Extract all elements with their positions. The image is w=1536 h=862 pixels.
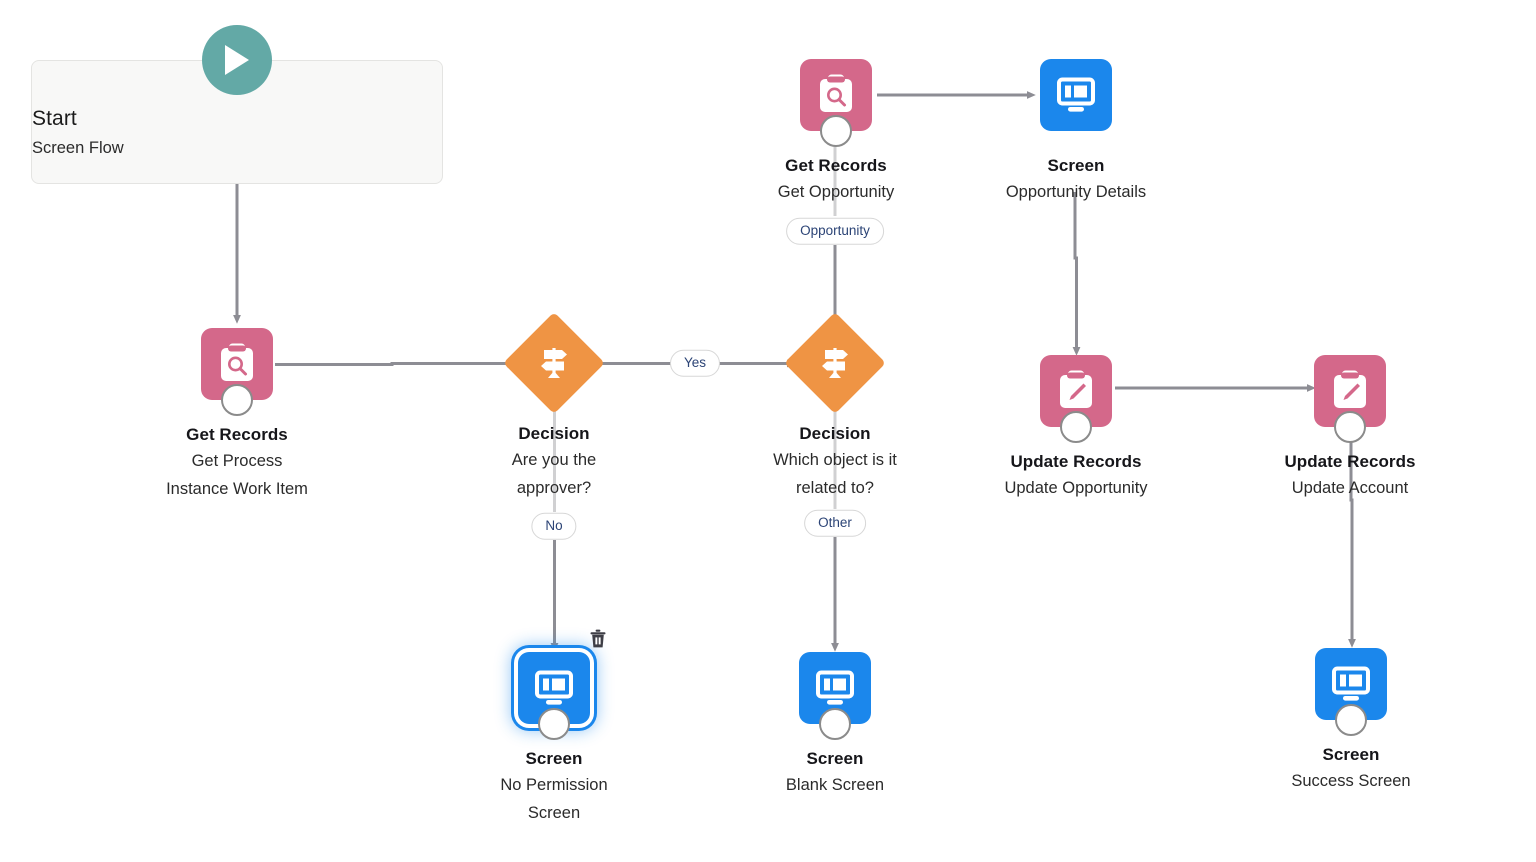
start-node-box[interactable]: Start Screen Flow (31, 25, 443, 184)
flow-node-screen-opportunity-details[interactable]: Screen Opportunity Details (946, 59, 1206, 206)
flow-node-update-records-account[interactable]: Update Records Update Account (1220, 355, 1480, 502)
signpost-glyph (541, 348, 567, 378)
signpost-glyph (822, 348, 848, 378)
node-type-label: Decision (518, 424, 590, 443)
flow-node-screen-success[interactable]: Screen Success Screen (1221, 648, 1481, 795)
clipboard-search-glyph (221, 343, 253, 381)
node-name-line: Screen (527, 803, 581, 822)
connector-label-no[interactable]: No (531, 512, 577, 540)
node-connector-port[interactable] (538, 708, 570, 740)
node-name-line: No Permission (500, 775, 608, 794)
monitor-glyph (1332, 666, 1370, 701)
node-name-line: related to? (796, 478, 874, 497)
decision-icon[interactable] (503, 312, 605, 414)
node-type-label: Screen (1322, 745, 1380, 764)
node-type-label: Get Records (785, 156, 887, 175)
flow-node-screen-blank[interactable]: Screen Blank Screen (705, 652, 965, 799)
clipboard-search-glyph (820, 74, 852, 112)
flow-node-decision-approver[interactable]: Decision Are you the approver? (424, 312, 684, 501)
node-type-label: Decision (799, 424, 871, 443)
node-type-label: Update Records (1010, 452, 1142, 471)
get-records-icon[interactable] (201, 328, 273, 400)
node-connector-port[interactable] (1060, 411, 1092, 443)
node-type-label: Update Records (1284, 452, 1416, 471)
node-connector-port[interactable] (221, 384, 253, 416)
connector-label-other[interactable]: Other (804, 509, 866, 537)
decision-icon[interactable] (784, 312, 886, 414)
node-name-line: Are you the (511, 450, 597, 469)
connector-label-opportunity[interactable]: Opportunity (786, 217, 884, 245)
node-name-line: Opportunity Details (1005, 182, 1147, 201)
node-name-line: Success Screen (1291, 771, 1411, 790)
node-name-line: Instance Work Item (166, 479, 308, 498)
node-name-line: Get Opportunity (777, 182, 895, 201)
flow-node-decision-which-object[interactable]: Decision Which object is it related to? (705, 312, 965, 501)
node-type-label: Get Records (186, 425, 288, 444)
node-type-label: Screen (1047, 156, 1105, 175)
clipboard-pencil-glyph (1334, 370, 1366, 408)
node-name-line: Blank Screen (785, 775, 885, 794)
monitor-glyph (535, 670, 573, 705)
start-node[interactable]: Start Screen Flow (31, 25, 443, 184)
node-connector-port[interactable] (1335, 704, 1367, 736)
flow-node-screen-no-permission[interactable]: Screen No Permission Screen (424, 652, 684, 826)
start-subtitle: Screen Flow (32, 139, 124, 158)
play-triangle (225, 45, 249, 75)
node-connector-port[interactable] (1334, 411, 1366, 443)
trash-glyph (590, 629, 606, 648)
node-type-label: Screen (525, 749, 583, 768)
node-type-label: Screen (806, 749, 864, 768)
screen-icon[interactable] (1040, 59, 1112, 131)
node-connector-port[interactable] (820, 115, 852, 147)
node-name-line: Update Opportunity (1004, 478, 1148, 497)
flow-node-get-records-opportunity[interactable]: Get Records Get Opportunity (706, 59, 966, 206)
edge-screen-details-to-update-opportunity (1072, 192, 1081, 356)
node-name-line: approver? (516, 478, 592, 497)
start-title: Start (32, 107, 77, 130)
monitor-glyph (816, 670, 854, 705)
monitor-glyph (1057, 77, 1095, 112)
node-name-line: Which object is it (773, 450, 897, 469)
flow-node-get-records-work-item[interactable]: Get Records Get Process Instance Work It… (107, 328, 367, 502)
node-name-line: Update Account (1291, 478, 1409, 497)
connector-label-yes[interactable]: Yes (669, 349, 721, 377)
clipboard-pencil-glyph (1060, 370, 1092, 408)
play-icon (202, 25, 272, 95)
node-name-line: Get Process (191, 451, 283, 470)
trash-icon[interactable] (587, 628, 609, 650)
flow-node-update-records-opportunity[interactable]: Update Records Update Opportunity (946, 355, 1206, 502)
node-connector-port[interactable] (819, 708, 851, 740)
